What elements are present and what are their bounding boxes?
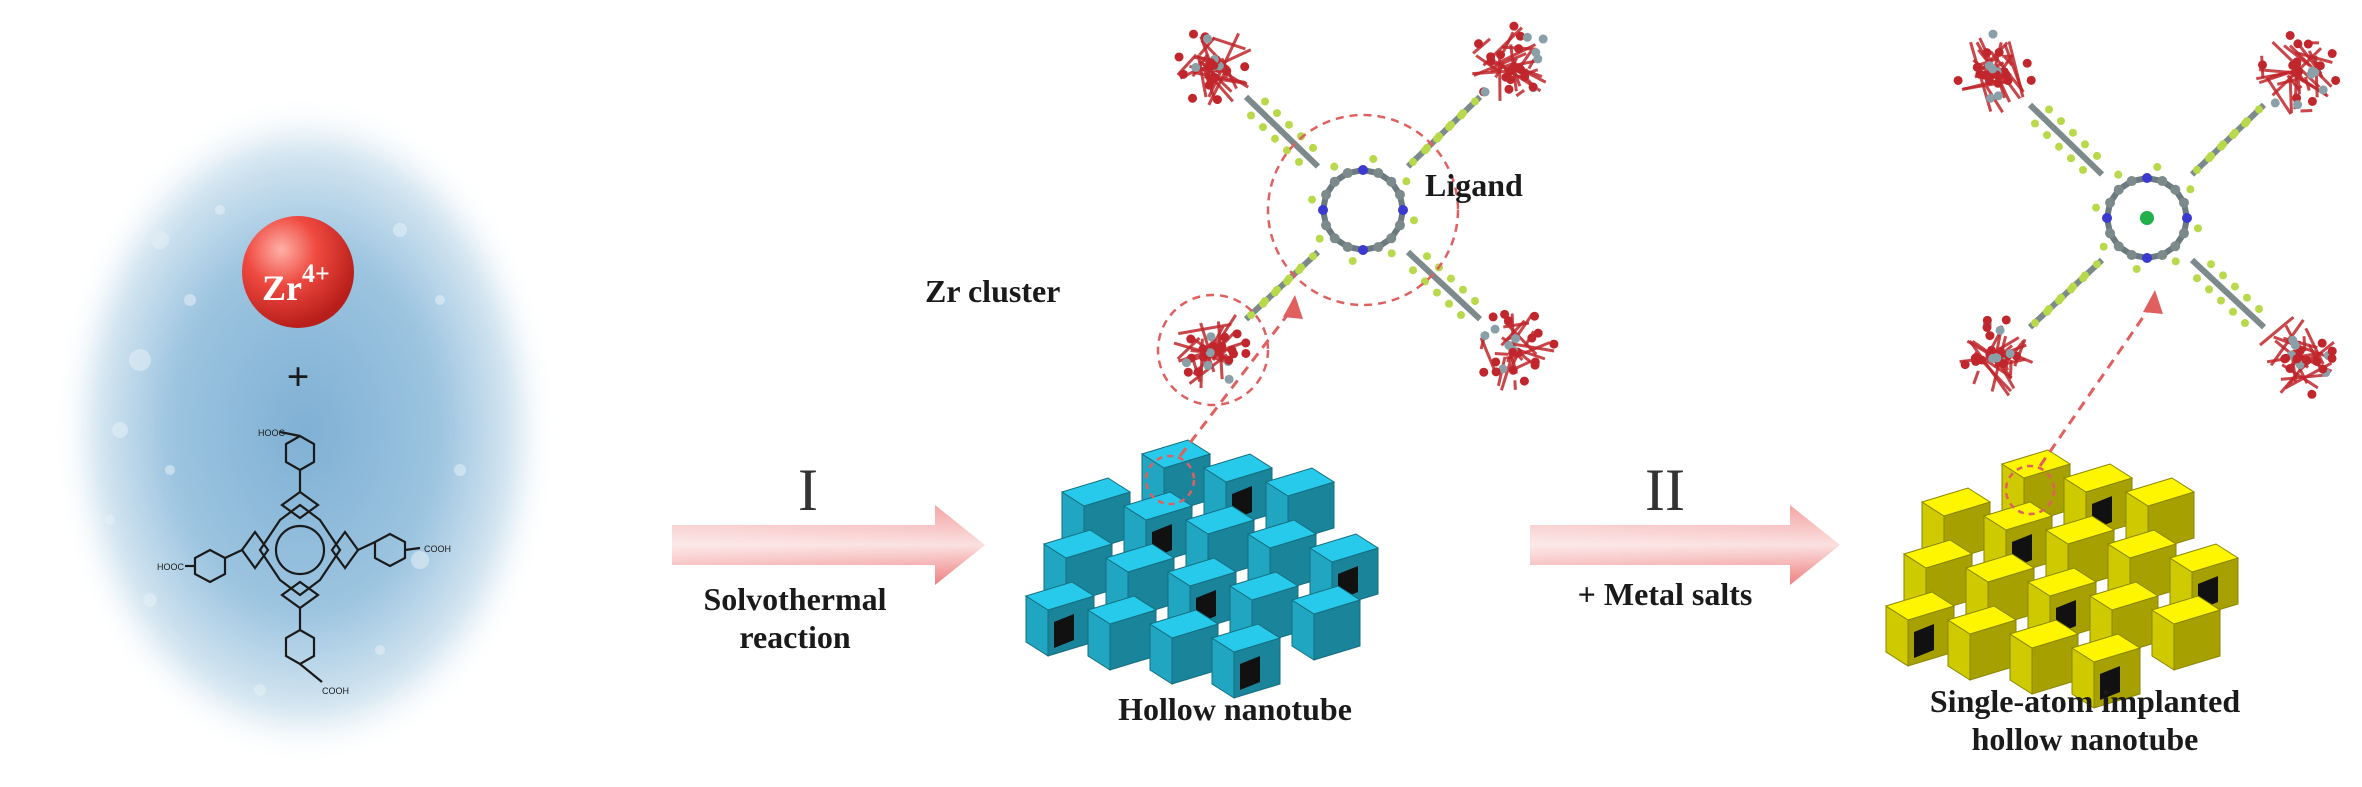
ligand-group-top: HOOC bbox=[258, 428, 286, 438]
step1-label-line1: Solvothermal bbox=[703, 581, 886, 617]
zr-cluster bbox=[1174, 29, 1252, 106]
zr-ion-sphere bbox=[242, 216, 354, 328]
zr-cluster bbox=[1472, 21, 1548, 101]
linker-arm bbox=[2189, 257, 2267, 330]
ligand-group-left: HOOC bbox=[157, 562, 185, 572]
zr-cluster bbox=[2259, 315, 2337, 399]
single-atom-label-line2: hollow nanotube bbox=[1972, 721, 2199, 757]
step2-arrow bbox=[1530, 505, 1840, 585]
nanotube-blocks bbox=[1024, 439, 1380, 699]
porphyrin-core bbox=[1308, 155, 1418, 265]
zoom-arrowhead bbox=[2143, 290, 2163, 314]
zr-cluster bbox=[1479, 309, 1559, 391]
tcpp-ligand-structure bbox=[185, 430, 421, 683]
hollow-nanotube-model bbox=[1024, 295, 1380, 699]
zr-cluster-label: Zr cluster bbox=[925, 273, 1060, 309]
zr-cluster bbox=[1959, 315, 2034, 397]
porphyrin-core bbox=[2092, 163, 2202, 273]
zoom-dashed-line bbox=[1178, 304, 1297, 457]
zoom-dashed-line bbox=[2038, 299, 2157, 467]
linker-arm bbox=[2027, 102, 2105, 177]
ligand-group-right: COOH bbox=[424, 544, 451, 554]
pore-highlight-circle bbox=[2004, 464, 2056, 516]
zoom-arrowhead bbox=[1283, 295, 1303, 319]
step1-arrow bbox=[672, 505, 985, 585]
ligand-highlight-circle bbox=[1266, 113, 1460, 307]
step1-label-line2: reaction bbox=[739, 619, 851, 655]
single-atom-label-line1: Single-atom implanted bbox=[1930, 683, 2240, 719]
nanotube-blocks bbox=[1884, 449, 2240, 709]
linker-arm bbox=[1243, 94, 1321, 169]
step2-label: + Metal salts bbox=[1578, 576, 1753, 612]
cluster-highlight-circle bbox=[1156, 293, 1270, 407]
zr-cluster bbox=[2255, 30, 2341, 115]
zr-ion-charge: 4+ bbox=[302, 259, 330, 288]
zr-ion-symbol: Zr bbox=[262, 268, 302, 308]
linker-arm bbox=[2189, 102, 2267, 177]
single-metal-atom bbox=[2140, 211, 2154, 225]
zr-cluster bbox=[1173, 314, 1251, 389]
linker-arm bbox=[1243, 249, 1321, 322]
hollow-nanotube-label: Hollow nanotube bbox=[1118, 691, 1352, 727]
step2-numeral: II bbox=[1645, 457, 1685, 523]
mof1-unit-view bbox=[1156, 21, 1559, 407]
pore-highlight-circle bbox=[1144, 454, 1196, 506]
ligand-label: Ligand bbox=[1425, 167, 1523, 203]
background-blob bbox=[60, 100, 550, 760]
bubble-texture bbox=[105, 205, 466, 696]
mof2-unit-view bbox=[1953, 29, 2341, 399]
step1-numeral: I bbox=[798, 457, 818, 523]
ligand-group-bottom: COOH bbox=[322, 686, 349, 696]
plus-sign: + bbox=[287, 354, 310, 399]
reactants-panel: Zr 4+ + HO bbox=[60, 100, 550, 760]
single-atom-nanotube-model bbox=[1884, 290, 2240, 709]
linker-arm bbox=[1405, 94, 1483, 169]
linker-arm bbox=[1405, 249, 1483, 322]
linker-arm bbox=[2027, 257, 2105, 330]
zr-cluster bbox=[1953, 29, 2036, 114]
